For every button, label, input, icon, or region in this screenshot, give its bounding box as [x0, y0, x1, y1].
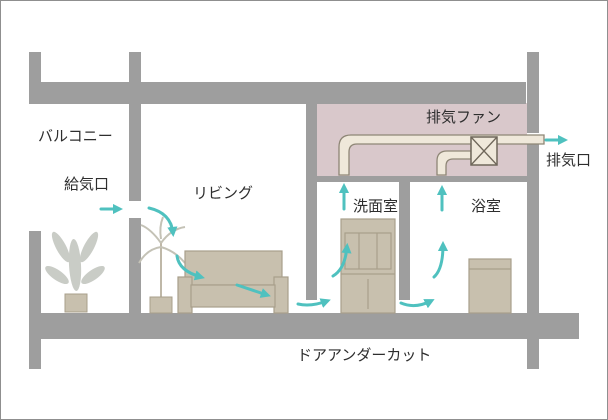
- label-living: リビング: [193, 184, 254, 202]
- ceiling-slab: [141, 82, 526, 104]
- airflow-arrow-icon: [399, 299, 435, 309]
- wall-right-top: [527, 52, 539, 133]
- airflow-arrows: [99, 134, 569, 309]
- label-washroom: 洗面室: [353, 197, 399, 215]
- potted-plant-icon: [45, 231, 105, 313]
- walls: [29, 52, 579, 369]
- duct-zone-floor: [317, 176, 527, 182]
- wall-right-bottom: [527, 144, 539, 369]
- label-balcony: バルコニー: [38, 127, 113, 145]
- airflow-arrow-icon: [432, 240, 449, 279]
- airflow-arrow-icon: [296, 298, 331, 308]
- floor-slab: [29, 313, 579, 339]
- airflow-arrow-icon: [175, 254, 205, 281]
- partition-wash-bath: [399, 176, 410, 300]
- label-exhaust-fan: 排気ファン: [426, 108, 502, 126]
- wall-exterior-upper: [129, 52, 141, 201]
- exhaust-fan-icon: [470, 136, 498, 166]
- ceiling-slab-balcony: [29, 82, 129, 104]
- label-door-undercut: ドアアンダーカット: [297, 346, 432, 364]
- airflow-arrow-icon: [331, 242, 352, 278]
- wall-left-upper: [29, 52, 41, 104]
- duct-pipe-washroom: [338, 134, 545, 176]
- partition-living: [306, 104, 317, 300]
- cabinet-icon: [340, 218, 396, 314]
- label-bathroom: 浴室: [471, 197, 502, 215]
- wall-exterior-lower: [129, 218, 141, 315]
- wall-left-lower: [29, 231, 41, 369]
- label-exhaust-outlet: 排気口: [546, 151, 592, 169]
- airflow-arrow-icon: [235, 283, 271, 298]
- palm-plant-icon: [138, 216, 186, 314]
- bathtub-icon: [468, 258, 512, 314]
- label-supply-inlet: 給気口: [64, 175, 110, 193]
- sofa-icon: [177, 250, 289, 314]
- airflow-arrow-icon: [147, 206, 178, 238]
- exhaust-duct: [338, 134, 545, 176]
